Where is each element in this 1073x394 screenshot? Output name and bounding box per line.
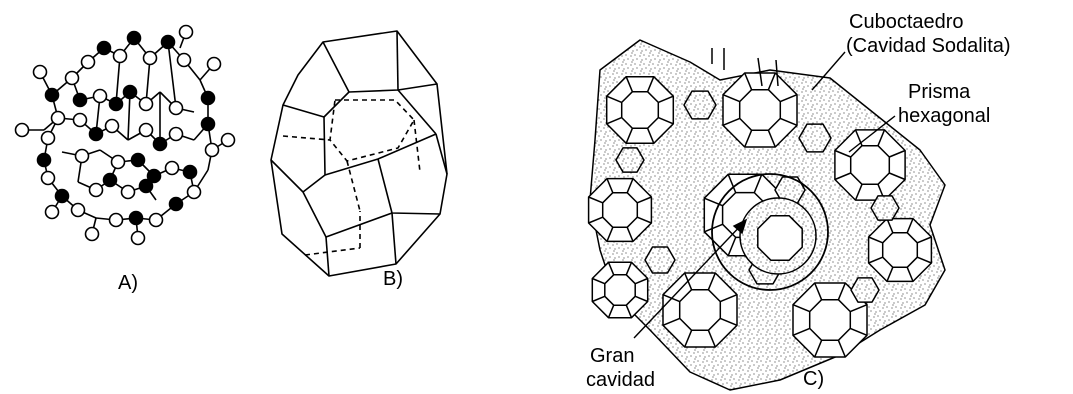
panel-b-label: B) xyxy=(383,268,403,290)
oxygen-atom xyxy=(86,228,99,241)
oxygen-atom xyxy=(206,144,219,157)
oxygen-atom xyxy=(42,172,55,185)
sodalite-cage xyxy=(723,73,797,147)
silicon-atom xyxy=(184,166,197,179)
front-edge xyxy=(378,159,440,214)
sodalite-cage xyxy=(607,77,674,144)
silicon-atom xyxy=(38,154,51,167)
large-cavity-label: Gran cavidad xyxy=(586,344,655,392)
sodalite-cage xyxy=(592,262,647,317)
oxygen-atom xyxy=(170,128,183,141)
hexagonal-prism xyxy=(851,278,879,302)
front-edge xyxy=(324,92,349,117)
front-edge xyxy=(398,90,436,134)
oxygen-atom xyxy=(180,26,193,39)
silicon-atom xyxy=(154,138,167,151)
hexagonal-prism-label: Prisma hexagonal xyxy=(898,80,990,128)
large-cavity-label-line2: cavidad xyxy=(586,368,655,392)
oxygen-atom xyxy=(188,186,201,199)
oxygen-atom xyxy=(208,58,221,71)
cuboctahedron-label-line1: Cuboctaedro xyxy=(846,10,1011,34)
oxygen-atom xyxy=(112,156,125,169)
front-edge xyxy=(326,237,329,276)
silicon-atom xyxy=(110,98,123,111)
faujasite-framework xyxy=(589,40,945,390)
silicon-atom xyxy=(124,86,137,99)
silicon-atom xyxy=(90,128,103,141)
oxygen-atom xyxy=(150,214,163,227)
panel-a-label: A) xyxy=(118,272,138,294)
silicon-atom xyxy=(170,198,183,211)
cuboctahedron-label: Cuboctaedro (Cavidad Sodalita) xyxy=(846,10,1011,58)
silicon-atom xyxy=(162,36,175,49)
oxygen-atom xyxy=(90,184,103,197)
front-edge xyxy=(397,31,398,90)
oxygen-atom xyxy=(170,102,183,115)
oxygen-atom xyxy=(46,206,59,219)
oxygen-atom xyxy=(82,56,95,69)
truncated-octahedron-wireframe xyxy=(271,31,447,276)
large-cavity-label-line1: Gran xyxy=(586,344,655,368)
hexagonal-prism xyxy=(799,124,831,152)
silicon-atom xyxy=(132,154,145,167)
hexagonal-prism-label-line1: Prisma xyxy=(898,80,990,104)
silicon-atom xyxy=(104,174,117,187)
silicon-atom xyxy=(46,89,59,102)
oxygen-atom xyxy=(76,150,89,163)
cuboctahedron-label-line2: (Cavidad Sodalita) xyxy=(846,34,1011,58)
oxygen-atom xyxy=(72,204,85,217)
oxygen-atom xyxy=(140,124,153,137)
sodalite-cage xyxy=(663,273,737,347)
hexagonal-prism xyxy=(645,247,675,273)
oxygen-atom xyxy=(122,186,135,199)
atom-bond xyxy=(168,42,176,108)
oxygen-atom xyxy=(166,162,179,175)
silicon-atom xyxy=(202,92,215,105)
sodalite-cage xyxy=(835,130,905,200)
oxygen-atom xyxy=(42,132,55,145)
panel-c-label: C) xyxy=(803,368,824,390)
silicon-atom xyxy=(128,32,141,45)
silicon-atom xyxy=(56,190,69,203)
ball-and-stick-sodalite-cage xyxy=(16,26,235,245)
hexagonal-prism xyxy=(871,196,899,220)
hidden-edge xyxy=(330,100,414,161)
oxygen-atom xyxy=(106,120,119,133)
silicon-atom xyxy=(202,118,215,131)
oxygen-atom xyxy=(52,112,65,125)
oxygen-atom xyxy=(110,214,123,227)
polyhedron-outline xyxy=(271,31,447,276)
sodalite-cage xyxy=(869,219,932,282)
oxygen-atom xyxy=(132,232,145,245)
large-cavity-window xyxy=(758,216,802,260)
oxygen-atom xyxy=(144,52,157,65)
silicon-atom xyxy=(140,180,153,193)
oxygen-atom xyxy=(34,66,47,79)
oxygen-atom xyxy=(66,72,79,85)
front-edge xyxy=(323,42,437,92)
front-edge xyxy=(303,192,392,237)
oxygen-atom xyxy=(114,50,127,63)
oxygen-atom xyxy=(74,114,87,127)
hexagonal-prism xyxy=(616,148,644,172)
silicon-atom xyxy=(98,42,111,55)
oxygen-atom xyxy=(222,134,235,147)
silicon-atom xyxy=(74,94,87,107)
oxygen-atom xyxy=(178,54,191,67)
oxygen-atom xyxy=(94,90,107,103)
silicon-atom xyxy=(130,212,143,225)
hidden-edge xyxy=(305,248,360,255)
oxygen-atom xyxy=(16,124,29,137)
oxygen-atom xyxy=(140,98,153,111)
hidden-edge xyxy=(283,136,330,140)
hidden-edge xyxy=(414,120,420,172)
front-edge xyxy=(392,213,396,264)
hexagonal-prism xyxy=(684,91,716,119)
hexagonal-prism-label-line2: hexagonal xyxy=(898,104,990,128)
sodalite-cage xyxy=(589,179,652,242)
